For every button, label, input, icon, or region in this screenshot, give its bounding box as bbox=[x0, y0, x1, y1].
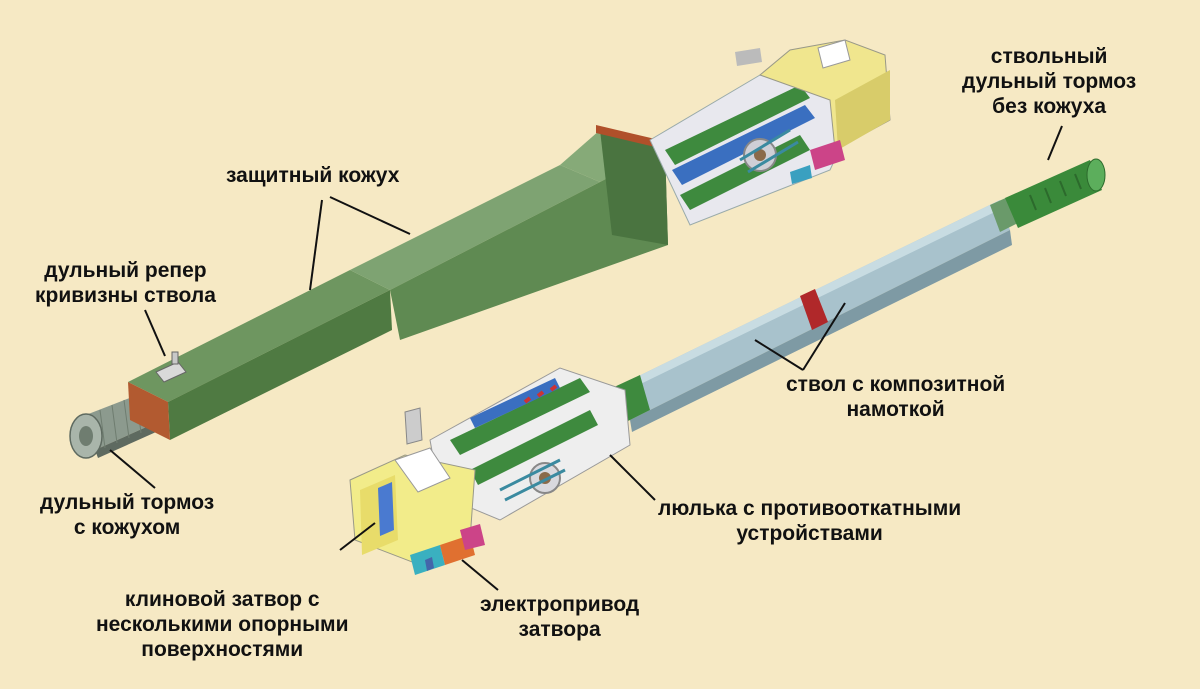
label-protective-casing: защитный кожух bbox=[226, 164, 400, 187]
label-composite-barrel: ствол с композитной намоткой bbox=[786, 373, 1006, 421]
leader-casing-front bbox=[309, 199, 323, 291]
label-breech-drive: электропривод затвора bbox=[480, 593, 640, 641]
leader-barrel-brake bbox=[1047, 125, 1063, 161]
muzzle-reference-sensor bbox=[155, 351, 187, 383]
barrel-muzzle-brake bbox=[990, 158, 1106, 232]
leader-breech bbox=[339, 522, 376, 551]
upper-gun-assembly bbox=[69, 39, 891, 459]
leader-muzzle-brake bbox=[109, 449, 156, 489]
leader-lines bbox=[109, 125, 1063, 591]
label-cradle-recoil: люлька с противооткатными устройствами bbox=[658, 497, 962, 545]
leader-casing-rear bbox=[329, 196, 411, 235]
label-muzzle-brake-casing: дульный тормоз с кожухом bbox=[40, 491, 215, 539]
leader-drive bbox=[461, 559, 499, 591]
composite-barrel bbox=[612, 200, 1012, 432]
lower-gun-assembly bbox=[349, 158, 1106, 575]
lower-cradle bbox=[429, 367, 631, 521]
label-muzzle-reference: дульный репер кривизны ствола bbox=[35, 259, 216, 307]
casing-front-section bbox=[128, 270, 392, 440]
upper-cradle bbox=[649, 74, 861, 226]
electric-breech-drive bbox=[410, 524, 485, 575]
casing-rear-section bbox=[350, 125, 668, 340]
leader-barrel-left bbox=[754, 339, 804, 371]
upper-breech-block bbox=[735, 39, 891, 184]
leader-muzzle-reference bbox=[144, 309, 166, 357]
label-barrel-brake-no-casing: ствольный дульный тормоз без кожуха bbox=[962, 45, 1137, 118]
leader-barrel-right bbox=[802, 302, 846, 371]
wedge-breech-block bbox=[349, 407, 476, 566]
leader-cradle bbox=[609, 454, 656, 501]
label-wedge-breech: клиновой затвор с несколькими опорными п… bbox=[96, 588, 349, 661]
